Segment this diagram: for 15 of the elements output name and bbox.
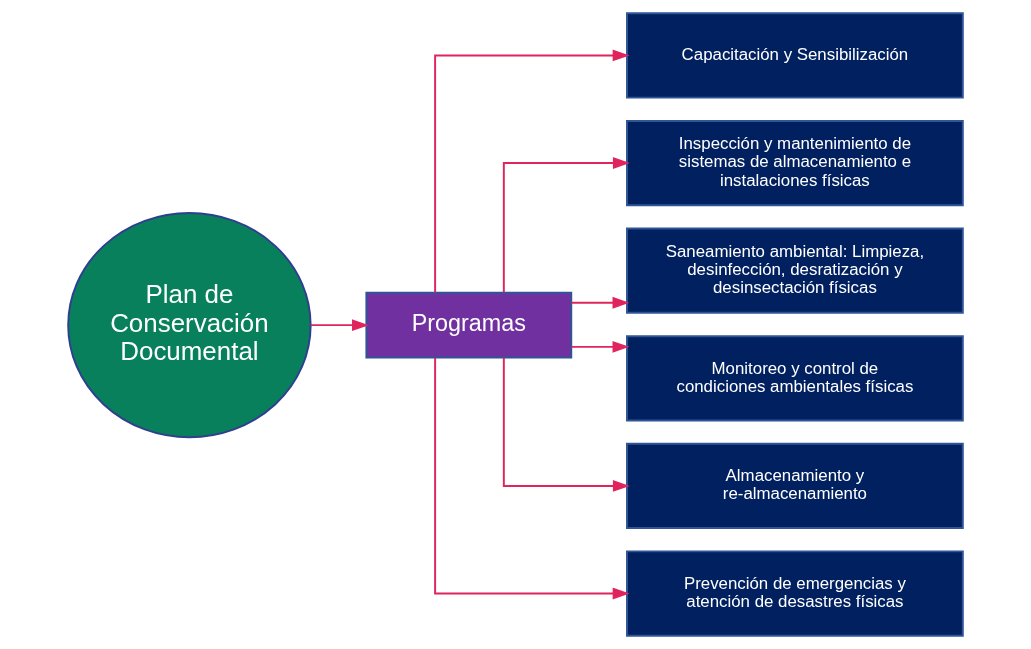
arrow xyxy=(502,356,630,492)
node-box: Capacitación y Sensibilización xyxy=(626,12,964,99)
node-box: Inspección y mantenimiento de sistemas de almacenamiento e instalaciones físicas xyxy=(626,119,964,207)
node-box: Almacenamiento y re-almacenamiento xyxy=(626,442,964,530)
node-box: Programas xyxy=(365,291,573,359)
node-box: Prevención de emergencias y atención de desastres físicas xyxy=(626,550,964,637)
node-box: Monitoreo y control de condiciones ambientales físicas xyxy=(626,335,964,422)
arrow xyxy=(502,157,630,294)
arrow xyxy=(434,49,630,294)
arrow xyxy=(309,319,369,332)
node-box: Saneamiento ambiental: Limpieza, desinfección, desratización y desinsectación físicas xyxy=(626,227,964,314)
node-circle: Plan de Conservación Documental xyxy=(67,212,312,439)
arrow xyxy=(570,296,630,309)
arrow xyxy=(570,340,630,353)
arrow xyxy=(434,357,630,600)
